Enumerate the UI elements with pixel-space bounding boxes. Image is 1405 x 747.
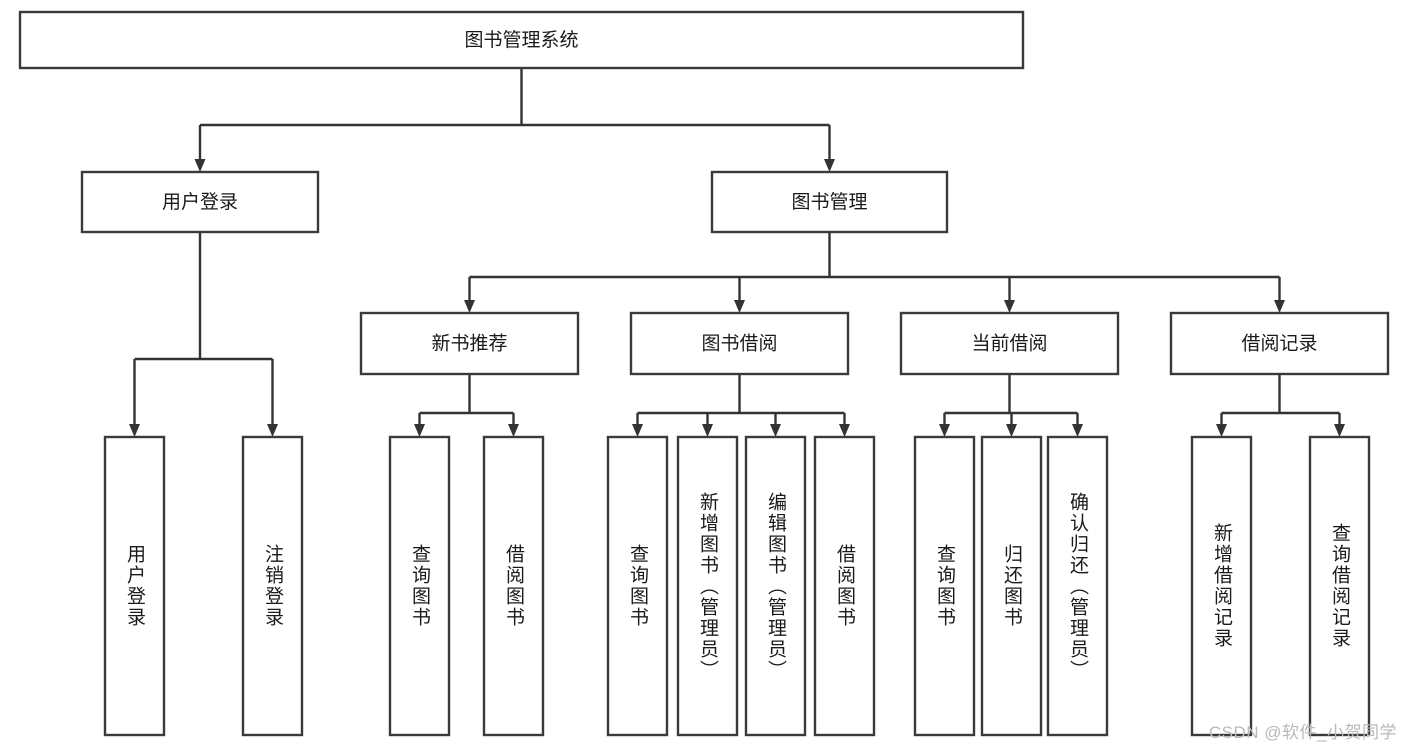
- arrow-head: [464, 300, 475, 313]
- arrow-head: [839, 424, 850, 437]
- node-box-leaf-add-borrow-record[interactable]: [1190, 435, 1253, 737]
- arrow-head: [1216, 424, 1227, 437]
- arrow-head: [632, 424, 643, 437]
- arrow-head: [734, 300, 745, 313]
- node-box-leaf-user-login[interactable]: [103, 435, 166, 737]
- node-box-leaf-user-logout[interactable]: [241, 435, 304, 737]
- node-label-new-book-recommend: 新书推荐: [431, 333, 507, 355]
- node-box-leaf-return-book[interactable]: [980, 435, 1043, 737]
- arrow-head: [702, 424, 713, 437]
- node-box-leaf-borrow-book[interactable]: [813, 435, 876, 737]
- arrow-head: [1334, 424, 1345, 437]
- node-label-current-borrow: 当前借阅: [971, 333, 1047, 355]
- connectors-layer: [129, 68, 1345, 437]
- node-label-root: 图书管理系统: [464, 29, 578, 51]
- node-box-current-borrow[interactable]: [899, 311, 1120, 376]
- node-box-leaf-confirm-return-admin[interactable]: [1046, 435, 1109, 737]
- arrow-head: [1006, 424, 1017, 437]
- watermark-text: CSDN @软件_小贺同学: [1208, 723, 1397, 742]
- arrow-head: [194, 159, 206, 172]
- node-label-borrow-record: 借阅记录: [1241, 333, 1317, 355]
- node-box-user-login[interactable]: [80, 170, 320, 234]
- node-label-user-login: 用户登录: [162, 191, 238, 213]
- node-box-leaf-add-book-admin[interactable]: [676, 435, 739, 737]
- arrow-head: [1274, 300, 1285, 313]
- arrow-head: [508, 424, 519, 437]
- arrow-head: [824, 159, 835, 172]
- node-box-leaf-query-book-rec[interactable]: [388, 435, 451, 737]
- arrow-head: [267, 424, 278, 437]
- node-box-leaf-edit-book-admin[interactable]: [744, 435, 807, 737]
- node-box-leaf-query-borrow-record[interactable]: [1308, 435, 1371, 737]
- node-box-leaf-query-book-borrow[interactable]: [606, 435, 669, 737]
- node-label-book-borrow: 图书借阅: [701, 333, 777, 355]
- arrow-head: [939, 424, 950, 437]
- node-box-book-borrow[interactable]: [629, 311, 850, 376]
- arrow-head: [414, 424, 425, 437]
- node-box-book-manage[interactable]: [710, 170, 949, 234]
- node-box-root[interactable]: [18, 10, 1025, 70]
- node-box-borrow-record[interactable]: [1169, 311, 1390, 376]
- arrow-head: [770, 424, 781, 437]
- arrow-head: [1004, 300, 1015, 313]
- arrow-head: [1072, 424, 1083, 437]
- node-box-leaf-query-book-cur[interactable]: [913, 435, 976, 737]
- boxes-layer: [18, 10, 1390, 737]
- node-box-leaf-borrow-book-rec[interactable]: [482, 435, 545, 737]
- node-label-book-manage: 图书管理: [791, 191, 867, 213]
- node-box-new-book-recommend[interactable]: [359, 311, 580, 376]
- arrow-head: [129, 424, 140, 437]
